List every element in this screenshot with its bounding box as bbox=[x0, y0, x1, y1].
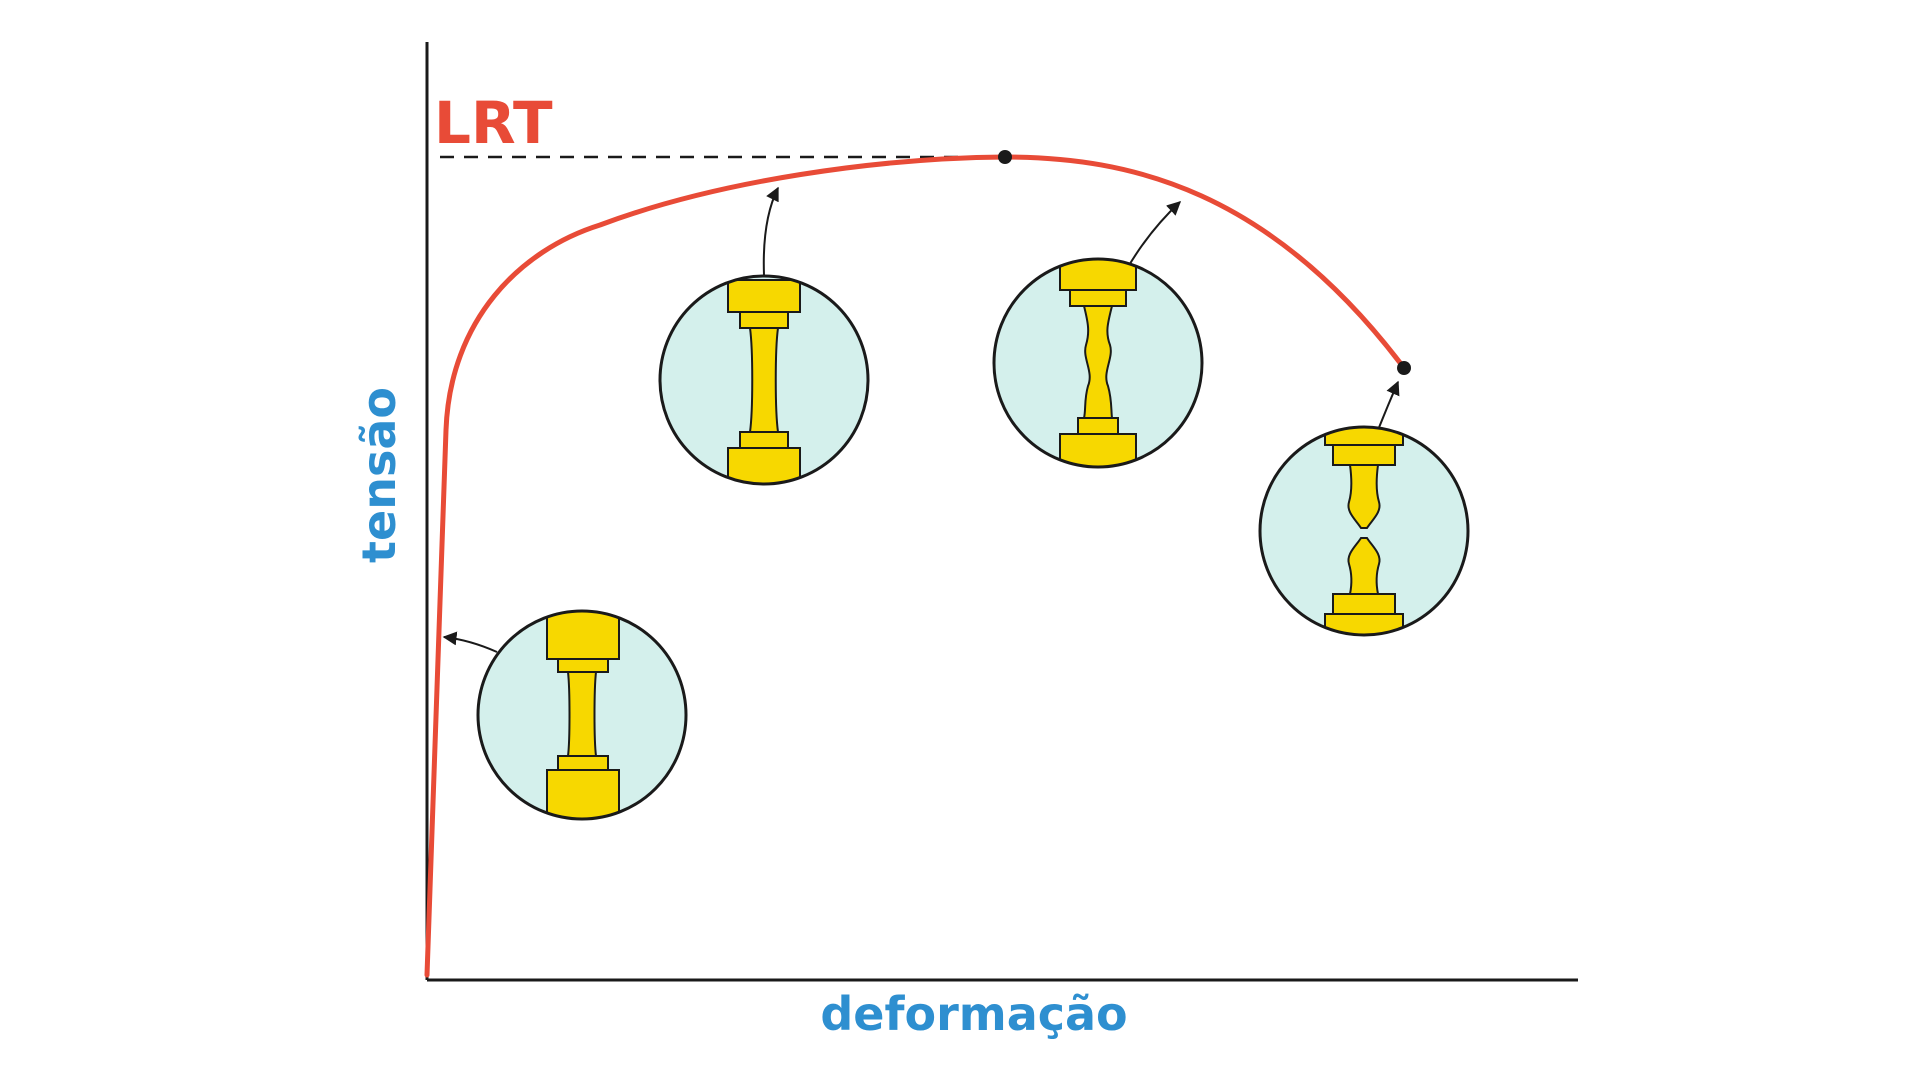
arrow-elastic bbox=[442, 631, 498, 653]
specimen-necking-icon bbox=[992, 257, 1204, 469]
arrow-plastic bbox=[762, 186, 779, 276]
specimen-fracture-icon bbox=[1258, 425, 1470, 637]
specimen-elongated-icon bbox=[658, 274, 870, 486]
ultimate-strength-point bbox=[998, 150, 1012, 164]
arrow-necking bbox=[1127, 201, 1182, 268]
x-axis-label: deformação bbox=[820, 987, 1127, 1041]
stress-strain-curve bbox=[424, 154, 1407, 978]
lrt-label: LRT bbox=[434, 89, 553, 157]
y-axis-label: tensão bbox=[352, 387, 406, 563]
arrow-fracture bbox=[1377, 380, 1400, 431]
fracture-point bbox=[1397, 361, 1411, 375]
specimen-uniform-icon bbox=[476, 609, 688, 821]
